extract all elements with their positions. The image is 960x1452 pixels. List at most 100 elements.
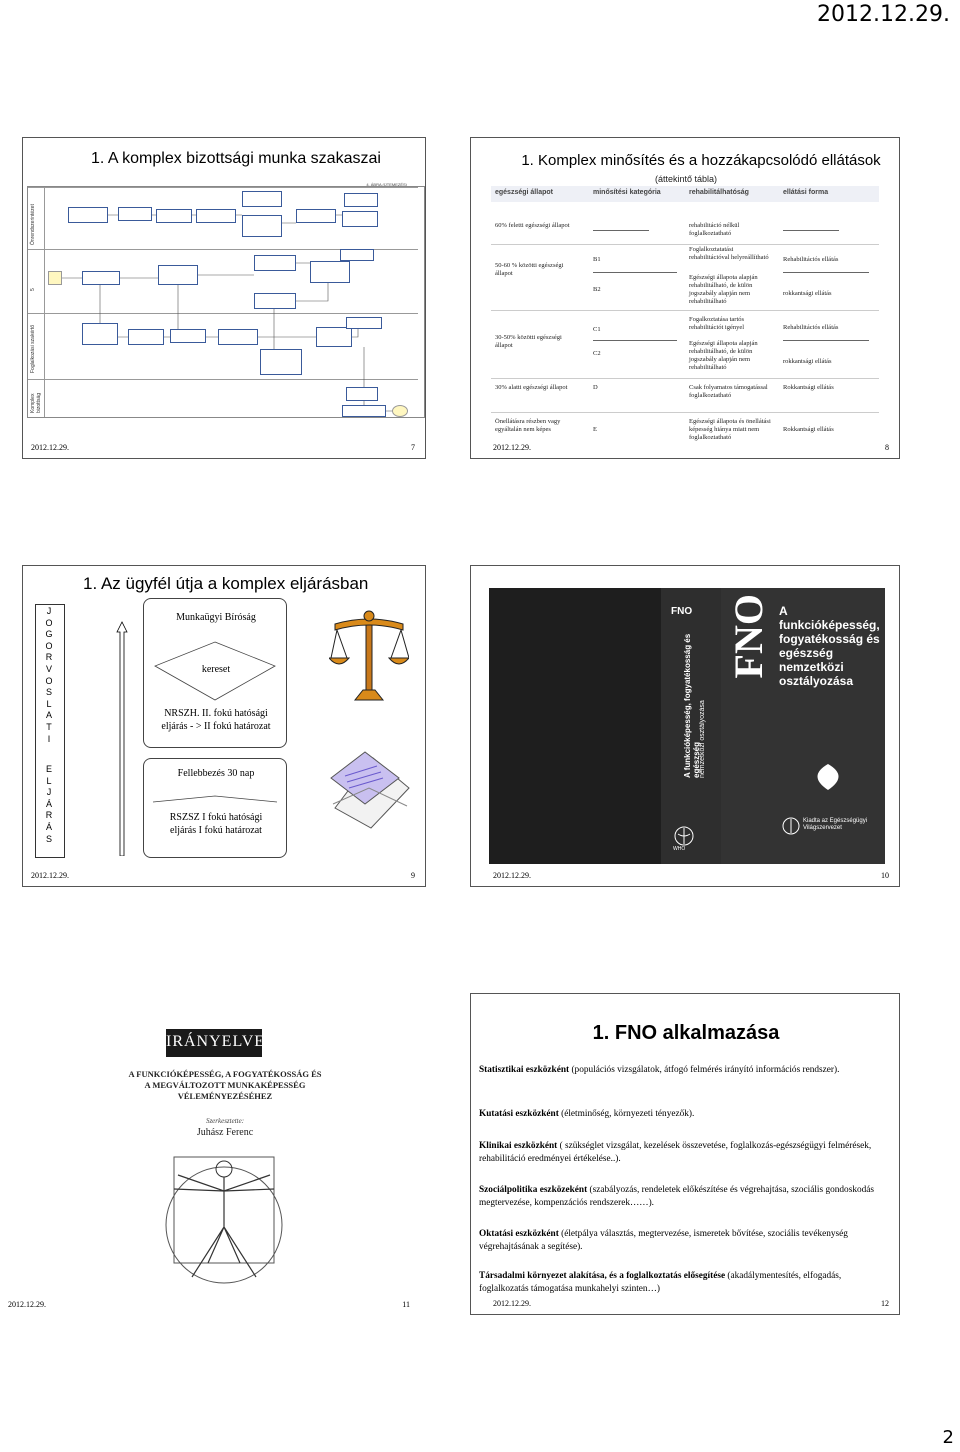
table-cell: Egészségi állapota alapján rehabilitálha… [689,340,758,371]
lane-1 [28,187,418,248]
procedure-letter: R [45,810,53,821]
banner-background [166,1029,262,1057]
table-cell: E [593,426,597,433]
usage-item-label: Társadalmi környezet alakítása, és a fog… [479,1271,726,1281]
footer-number: 11 [402,1300,410,1309]
dash [783,230,839,231]
footer-date: 2012.12.29. [493,871,531,880]
table-cell: C1 [593,326,601,333]
book-heading: A FUNKCIÓKÉPESSÉG, A FOGYATÉKOSSÁG ÉS A … [128,1069,322,1101]
vitruvian-man-image [165,1156,283,1284]
flow-box [128,329,164,345]
table-cell: B2 [593,286,601,293]
court-label: Munkaügyi Bíróság [176,612,256,623]
table-header: rehabilitálhatóság [689,189,749,196]
procedure-letter: L [46,698,52,709]
leaf-icon [817,764,839,790]
table-cell: Rokkantsági ellátás [783,384,834,391]
fno-book-cover: FNO A funkcióképesség, fogyatékosság és … [489,588,885,864]
flow-box [346,317,382,329]
table-cell: 60% feletti egészségi állapot [495,222,570,229]
procedure-letter: J [46,606,52,616]
back-cover [489,588,661,864]
dash [783,272,869,273]
dash [593,230,649,231]
up-arrow-icon [116,621,128,856]
table-cell: B1 [593,256,601,263]
footer-number: 8 [885,443,889,452]
footer-date: 2012.12.29. [493,1299,531,1308]
usage-item-text: (életpálya választás, megtervezése, isme… [479,1229,848,1252]
slide-9: 1. Az ügyfél útja a komplex eljárásban J… [22,565,426,887]
slide-title: 1. FNO alkalmazása [592,1022,780,1044]
corner-note: 4. ÁBRA (ÜTEMEZÉS) [366,182,407,187]
table-cell: rokkantsági ellátás [783,358,832,365]
envelope-icon [330,751,410,829]
fno-small-label: FNO [671,606,693,617]
flow-arrows [62,214,392,412]
slide-10: FNO A funkcióképesség, fogyatékosság és … [470,565,900,887]
front-cover [721,588,885,864]
flow-box [118,207,152,221]
table-header: minősítési kategória [593,189,661,196]
usage-item: Társadalmi környezet alakítása, és a fog… [479,1270,889,1296]
slide-title: 1. A komplex bizottsági munka szakaszai [91,150,381,167]
table-cell: 30% alatti egészségi állapot [495,384,568,391]
procedure-letter: A [45,710,52,721]
procedure-letter: T [46,721,52,732]
divider-shape [152,795,278,803]
table-cell: rehabilitáció nélkül foglalkoztatható [689,222,740,237]
flow-box [170,329,206,343]
table-cell: Egészségi állapota és önellátási képessé… [689,418,771,441]
procedure-letter: S [45,833,52,844]
left-column-box [35,604,65,858]
table-cell: 30-50% közötti egészségi állapot [495,334,562,349]
footer-date: 2012.12.29. [31,443,69,452]
who-emblem-icon [782,817,800,835]
flow-box [242,215,282,237]
usage-item-text: (populációs vizsgálatok, átfogó felmérés… [569,1065,840,1075]
table-cell: 50-60 % közötti egészségi állapot [495,262,564,277]
slide-8: 1. Komplex minősítés és a hozzákapcsolód… [470,137,900,459]
usage-item-text: (életminőség, környezeti tényezők). [558,1109,695,1119]
flow-box [82,323,118,345]
table-cell: D [593,384,598,391]
usage-item-text: (szabályozás, rendeletek előkészítése és… [479,1185,875,1208]
table-cell: Rehabilitációs ellátás [783,324,839,331]
flow-box [342,405,386,417]
usage-item: Klinikai eszközként ( szükséglet vizsgál… [479,1140,889,1166]
dash [593,340,677,341]
table-cell: rokkantsági ellátás [783,290,832,297]
flow-start [48,271,62,285]
first-instance-label: RSZSZ I fokú hatósági eljárás I fokú hat… [169,812,263,836]
table-header-bar [491,186,879,202]
usage-item: Szociálpolitika eszközeként (szabályozás… [479,1184,889,1210]
procedure-letter: V [45,663,52,674]
procedure-letter: S [45,687,52,698]
usage-item-label: Statisztikai eszközként [479,1065,570,1075]
row-divider [491,310,879,311]
table-cell: Rehabilitációs ellátás [783,256,839,263]
editor-name: Juhász Ferenc [196,1127,254,1138]
appeal-label: Fellebbezés 30 nap [177,768,255,779]
slide-subtitle: (áttekintő tábla) [654,174,718,184]
usage-item-label: Oktatási eszközként [479,1229,559,1239]
who-label: WHO [673,846,686,852]
procedure-letter: O [45,640,53,651]
table-cell: Fogalkoztatása tartós rehabilitációt igé… [689,316,745,331]
lane-2 [28,249,418,312]
procedure-letter: L [46,775,52,786]
spine [661,588,721,864]
row-divider [491,378,879,379]
procedure-letter: R [45,652,53,663]
scales-icon [329,610,409,701]
lane-3 [28,313,418,378]
cover-title: A funkcióképesség, fogyatékosság és egés… [779,604,880,688]
flow-box [340,249,374,261]
flow-box [342,211,378,227]
fno-large-label: FNO [726,594,771,679]
flow-box [346,387,378,401]
flow-box [196,209,236,223]
flow-box [344,193,378,207]
